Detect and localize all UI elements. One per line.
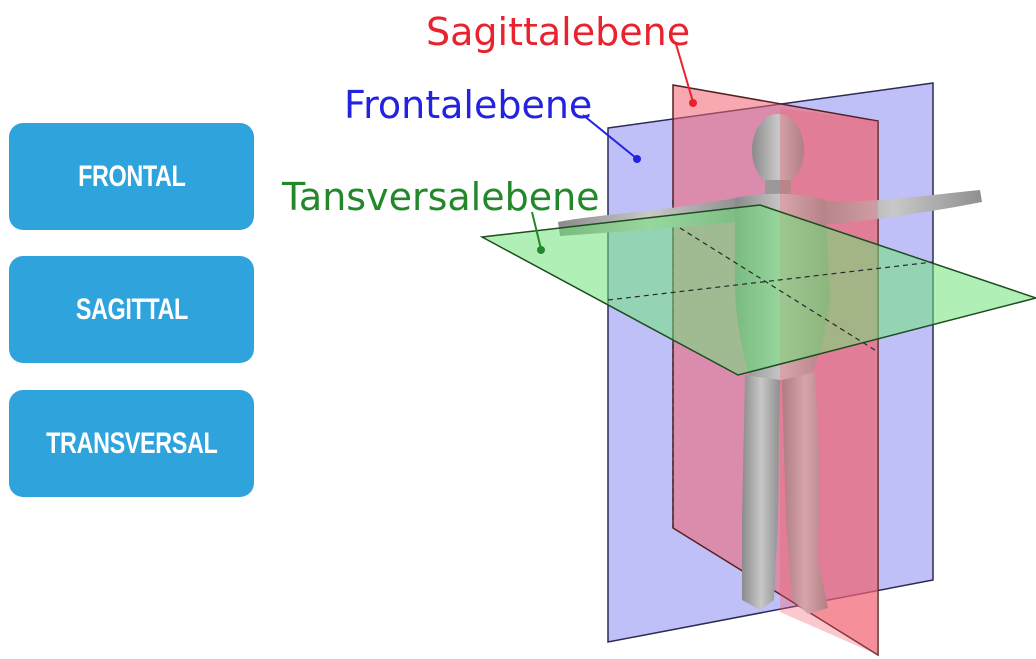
transversal-label: Tansversalebene: [281, 175, 600, 219]
frontal-button-label: FRONTAL: [77, 159, 186, 193]
frontal-label: Frontalebene: [344, 83, 592, 127]
transversal-plane-hidden-edge: [607, 261, 934, 301]
sagittal-plane-front-overlay: [780, 108, 878, 655]
sagittal-label-dot: [689, 99, 697, 107]
sagittal-button-label: SAGITTAL: [75, 292, 188, 326]
left-leg: [742, 375, 780, 610]
transversal-label-pointer: [531, 211, 542, 250]
frontal-button[interactable]: FRONTAL: [9, 123, 254, 230]
frontal-label-pointer: [582, 114, 637, 159]
transversal-sagittal-intersection: [679, 227, 879, 353]
transversal-button[interactable]: TRANSVERSAL: [9, 390, 254, 497]
frontal-label-dot: [633, 155, 641, 163]
sagittal-label-pointer: [675, 43, 694, 103]
right-arm: [805, 190, 982, 226]
sagittal-label: Sagittalebene: [426, 10, 690, 54]
transversal-label-dot: [537, 246, 545, 254]
right-leg: [782, 372, 828, 614]
transversal-button-label: TRANSVERSAL: [45, 426, 218, 460]
head: [752, 114, 804, 186]
sagittal-button[interactable]: SAGITTAL: [9, 256, 254, 363]
transversal-plane: [479, 204, 1036, 376]
